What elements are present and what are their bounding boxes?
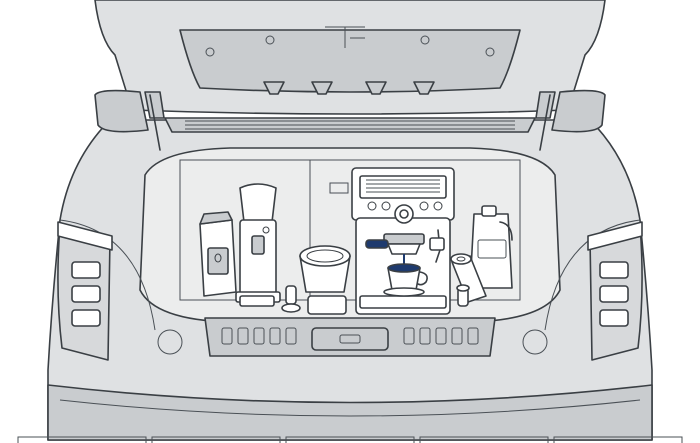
hood-latch-bumps (263, 81, 435, 95)
lip-slots-right (403, 327, 479, 345)
coffee-cup-icon (383, 263, 428, 297)
mirror-left (94, 89, 149, 133)
knock-box-icon (299, 245, 351, 293)
hood-inner-panel (179, 29, 521, 93)
lip-slots-left (221, 327, 297, 345)
tamping-mat (307, 295, 347, 315)
portafilter-handle (365, 239, 389, 249)
hood-hinge-right (535, 91, 556, 151)
hood-hinge-left (144, 91, 165, 151)
frunk-back-wall (179, 159, 521, 301)
bottom-panels (17, 436, 683, 443)
mirror-right (551, 89, 606, 133)
tamper-icon (281, 285, 301, 313)
frunk-latch (311, 327, 389, 351)
hood-emblem-icon (325, 26, 365, 48)
small-tool-icon (456, 284, 470, 307)
front-bumper (47, 384, 653, 441)
grinder-tray (239, 295, 275, 307)
headlight-right (587, 221, 643, 361)
water-jug-icon (469, 205, 513, 289)
headlight-left (57, 221, 113, 361)
coffee-bag-icon (199, 211, 237, 297)
coffee-grinder-icon (235, 183, 281, 303)
